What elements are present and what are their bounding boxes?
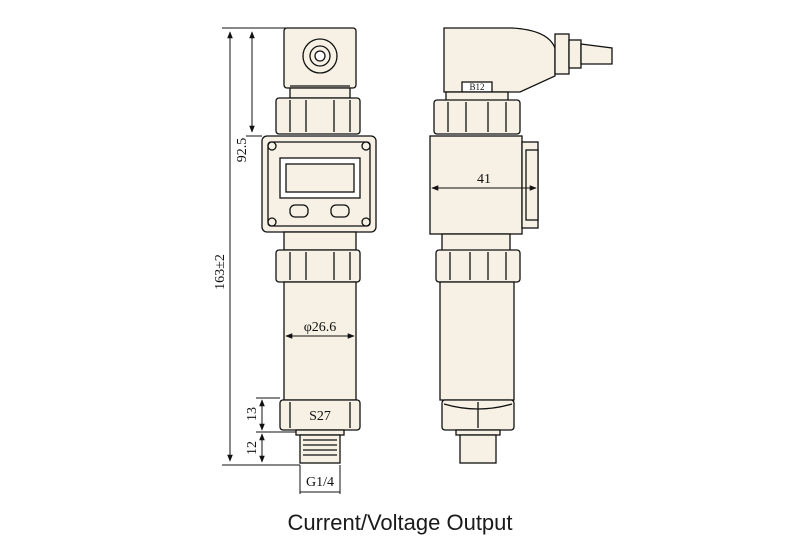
label-thread-height: 12: [245, 441, 260, 455]
front-thread: [299, 434, 341, 464]
side-connector: [443, 27, 556, 93]
label-side-width: 41: [477, 172, 491, 187]
label-connector: B12: [469, 82, 484, 92]
display-button-right: [330, 204, 350, 218]
label-upper-height: 92.5: [235, 138, 250, 163]
side-lower-nut: [435, 249, 521, 283]
label-thread: G1/4: [306, 475, 334, 490]
label-total-height: 163±2: [213, 254, 228, 290]
side-housing: [429, 135, 523, 235]
display-button-left: [289, 204, 309, 218]
front-upper-nut: [275, 97, 361, 135]
label-body-diameter: φ26.6: [304, 320, 337, 335]
label-hex-height: 13: [245, 407, 260, 421]
side-cable-gland: [554, 33, 570, 75]
side-view: [429, 27, 613, 464]
side-thread: [459, 434, 497, 464]
diagram-caption: Current/Voltage Output: [287, 510, 513, 535]
front-lower-nut: [275, 249, 361, 283]
front-view: [261, 27, 377, 464]
cable: [580, 43, 613, 65]
side-upper-nut: [433, 99, 521, 135]
side-body-tube: [439, 281, 515, 401]
front-body-tube: [283, 281, 357, 401]
label-wrench-size: S27: [309, 409, 331, 424]
